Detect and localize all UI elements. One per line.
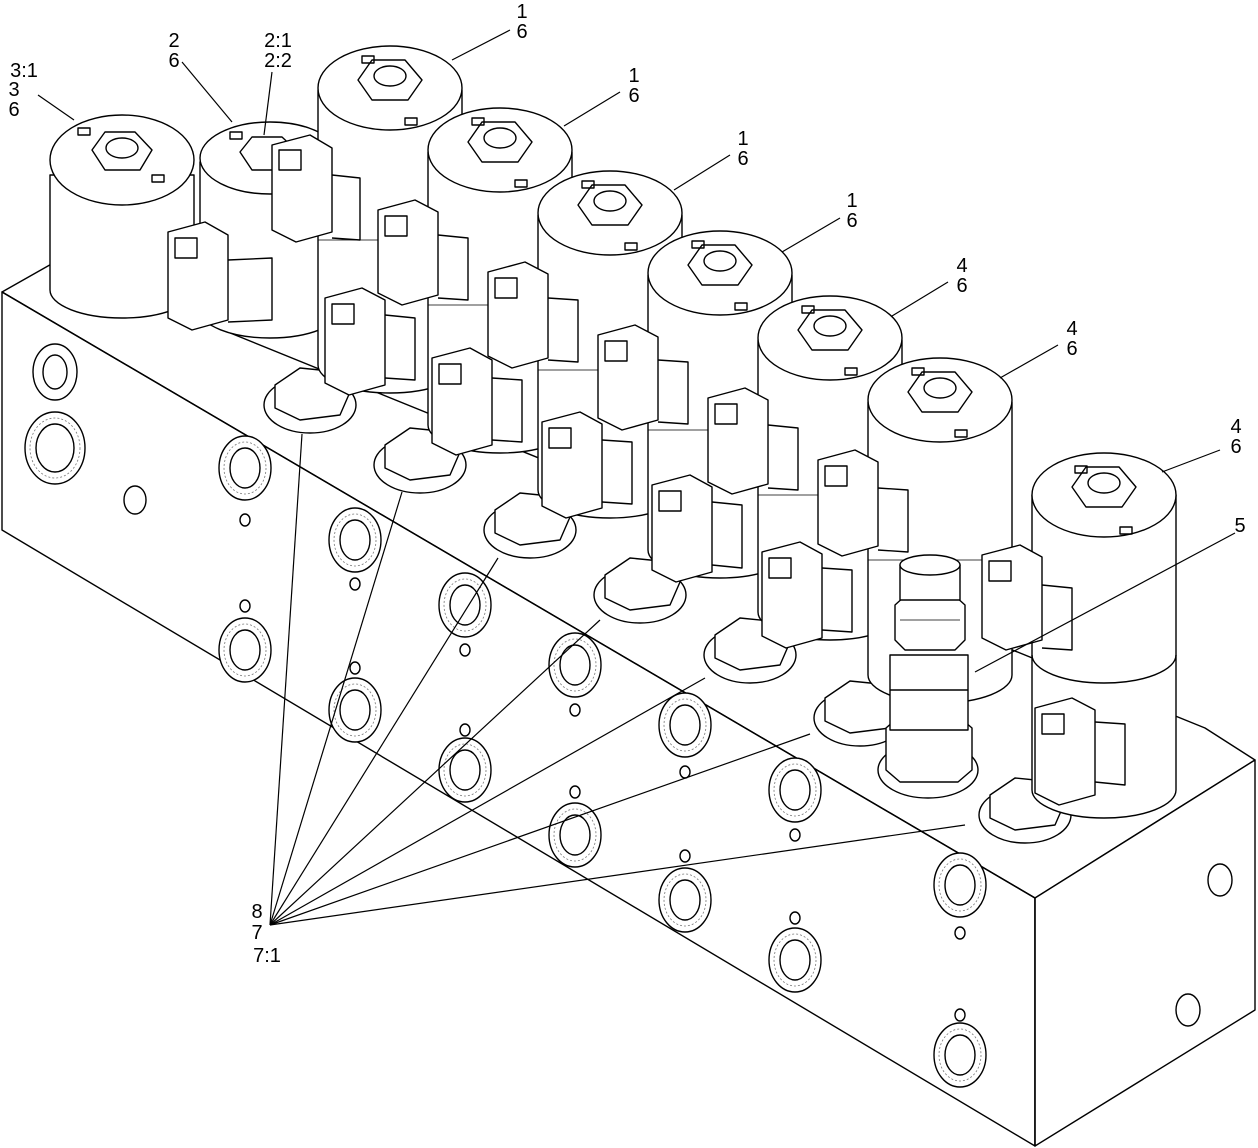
connector — [981, 544, 1073, 651]
connector — [597, 324, 689, 431]
port — [123, 485, 147, 515]
port — [933, 1022, 987, 1088]
port — [679, 849, 691, 863]
port — [218, 617, 272, 683]
port — [328, 677, 382, 743]
port — [1175, 993, 1201, 1027]
connector — [487, 261, 579, 369]
hex-plug — [813, 680, 907, 747]
port — [768, 757, 822, 823]
callout-label: 2:2 — [264, 50, 292, 72]
port — [459, 643, 471, 657]
callout-label: 7:1 — [253, 945, 281, 967]
solenoid-coil — [867, 357, 1013, 704]
callout-label: 6 — [628, 85, 639, 107]
port — [438, 737, 492, 803]
callout-1a: 1 6 — [516, 1, 527, 43]
port — [569, 703, 581, 717]
pressure-switch — [877, 554, 979, 799]
port — [789, 828, 801, 842]
port — [218, 435, 272, 501]
port — [548, 632, 602, 698]
callout-8-7: 8 7 7:1 — [251, 901, 280, 967]
callout-label: 1 — [516, 1, 527, 23]
hex-plugs — [263, 367, 1072, 844]
manifold-ports — [24, 343, 1233, 1088]
port — [658, 867, 712, 933]
callout-1d: 1 6 — [846, 190, 857, 232]
port — [239, 513, 251, 527]
port — [328, 507, 382, 573]
port — [789, 911, 801, 925]
callout-label: 3 — [8, 79, 19, 101]
callout-5: 5 — [1234, 515, 1245, 537]
callout-label: 2:1 — [264, 30, 292, 52]
callout-label: 4 — [1066, 318, 1077, 340]
connector — [707, 387, 799, 495]
callout-label: 7 — [251, 922, 262, 944]
callout-label: 1 — [737, 128, 748, 150]
port — [569, 785, 581, 799]
connector — [377, 199, 469, 306]
callout-label: 8 — [251, 901, 262, 923]
callout-label: 6 — [516, 21, 527, 43]
port — [349, 661, 361, 675]
callout-2-sub: 2:1 2:2 — [264, 30, 292, 72]
port — [954, 926, 966, 940]
port — [438, 572, 492, 638]
connector — [761, 541, 853, 649]
callout-label: 6 — [168, 50, 179, 72]
callout-label: 4 — [1230, 416, 1241, 438]
coil-connectors — [167, 134, 1126, 806]
port — [1207, 863, 1233, 897]
callout-3: 3:1 3 6 — [8, 60, 37, 121]
callout-label: 6 — [956, 275, 967, 297]
port — [239, 599, 251, 613]
callout-label: 2 — [168, 30, 179, 52]
callout-label: 6 — [1066, 338, 1077, 360]
connector — [651, 474, 743, 583]
solenoid-coil — [49, 114, 195, 319]
callout-1b: 1 6 — [628, 65, 639, 107]
callout-label: 6 — [846, 210, 857, 232]
port — [32, 343, 78, 401]
callout-1c: 1 6 — [737, 128, 748, 170]
callout-label: 1 — [628, 65, 639, 87]
port — [548, 802, 602, 868]
port — [768, 927, 822, 993]
port — [658, 692, 712, 758]
connector — [167, 221, 273, 331]
connector — [271, 134, 361, 243]
callout-2: 2 6 — [168, 30, 179, 72]
callout-4a: 4 6 — [956, 255, 967, 297]
callout-label: 5 — [1234, 515, 1245, 537]
callout-label: 6 — [8, 99, 19, 121]
connector — [431, 347, 523, 456]
callout-label: 4 — [956, 255, 967, 277]
callout-label: 6 — [1230, 436, 1241, 458]
callout-label: 1 — [846, 190, 857, 212]
port — [349, 577, 361, 591]
port — [954, 1008, 966, 1022]
callout-label: 6 — [737, 148, 748, 170]
connector — [817, 449, 909, 557]
port — [459, 723, 471, 737]
connector — [1034, 697, 1126, 806]
port — [933, 852, 987, 918]
callout-4c: 4 6 — [1230, 416, 1241, 458]
callout-4b: 4 6 — [1066, 318, 1077, 360]
port — [24, 411, 86, 485]
callout-label: 3:1 — [10, 60, 38, 82]
leader-lines — [37, 29, 1236, 926]
connector — [541, 411, 633, 519]
connector — [324, 287, 416, 396]
